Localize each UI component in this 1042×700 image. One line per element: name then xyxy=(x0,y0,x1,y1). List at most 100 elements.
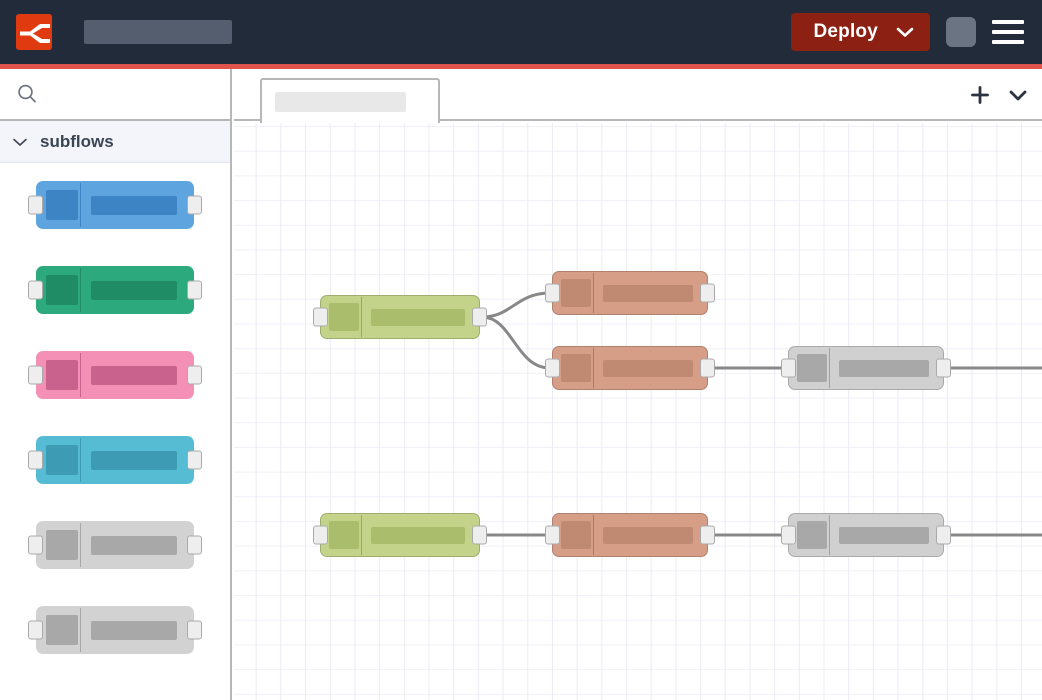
deploy-button[interactable]: Deploy xyxy=(791,13,930,51)
node-icon xyxy=(46,360,78,390)
node-input-port[interactable] xyxy=(781,358,796,378)
flow-title-field[interactable] xyxy=(84,20,232,44)
node-label xyxy=(91,366,177,385)
node-input-port[interactable] xyxy=(545,525,560,545)
node-output-port[interactable] xyxy=(187,535,202,555)
palette-sidebar: subflows xyxy=(0,69,232,700)
node-output-port[interactable] xyxy=(700,283,715,303)
palette-category-subflows[interactable]: subflows xyxy=(0,121,230,163)
node-label xyxy=(839,360,929,377)
node-divider xyxy=(829,515,830,555)
flow-node-gray-1[interactable] xyxy=(781,346,951,390)
wire-green1-salmon2[interactable] xyxy=(481,315,551,370)
palette-node-3[interactable] xyxy=(28,351,202,399)
node-label xyxy=(371,527,465,544)
node-input-port[interactable] xyxy=(28,280,43,300)
node-divider xyxy=(80,353,81,397)
palette-category-label: subflows xyxy=(40,131,114,151)
node-label xyxy=(371,309,465,326)
node-divider xyxy=(80,438,81,482)
palette-node-6[interactable] xyxy=(28,606,202,654)
palette-node-5[interactable] xyxy=(28,521,202,569)
node-icon xyxy=(46,190,78,220)
node-input-port[interactable] xyxy=(545,283,560,303)
flow-node-salmon-3[interactable] xyxy=(545,513,715,557)
node-label xyxy=(603,360,693,377)
flow-node-green-2[interactable] xyxy=(313,513,487,557)
node-input-port[interactable] xyxy=(28,620,43,640)
header-accent-bar xyxy=(0,64,1042,69)
node-icon xyxy=(46,275,78,305)
node-output-port[interactable] xyxy=(472,307,487,327)
node-divider xyxy=(361,297,362,337)
node-input-port[interactable] xyxy=(781,525,796,545)
node-input-port[interactable] xyxy=(313,307,328,327)
node-output-port[interactable] xyxy=(936,358,951,378)
node-output-port[interactable] xyxy=(700,358,715,378)
node-label xyxy=(91,451,177,470)
node-icon xyxy=(797,354,827,382)
app-header: Deploy xyxy=(0,0,1042,64)
node-input-port[interactable] xyxy=(28,450,43,470)
palette-node-4[interactable] xyxy=(28,436,202,484)
node-output-port[interactable] xyxy=(187,620,202,640)
node-icon xyxy=(561,521,591,549)
flow-node-salmon-1[interactable] xyxy=(545,271,715,315)
node-red-logo-icon[interactable] xyxy=(16,14,52,50)
node-divider xyxy=(80,608,81,652)
chevron-down-icon xyxy=(13,138,27,146)
node-icon xyxy=(46,445,78,475)
chevron-down-icon[interactable] xyxy=(1008,88,1028,102)
node-divider xyxy=(361,515,362,555)
node-output-port[interactable] xyxy=(187,195,202,215)
hamburger-menu-icon[interactable] xyxy=(992,20,1024,44)
header-actions: Deploy xyxy=(791,0,1042,64)
flow-node-gray-2[interactable] xyxy=(781,513,951,557)
node-divider xyxy=(593,515,594,555)
node-output-port[interactable] xyxy=(187,365,202,385)
plus-icon[interactable] xyxy=(970,85,990,105)
node-label xyxy=(91,196,177,215)
node-divider xyxy=(80,523,81,567)
search-icon xyxy=(18,84,36,103)
node-input-port[interactable] xyxy=(28,365,43,385)
workspace xyxy=(234,69,1042,700)
flow-node-salmon-2[interactable] xyxy=(545,346,715,390)
node-divider xyxy=(593,273,594,313)
node-input-port[interactable] xyxy=(313,525,328,545)
menu-bar-2 xyxy=(992,30,1024,34)
node-divider xyxy=(80,268,81,312)
palette-node-list xyxy=(0,163,230,654)
palette-node-1[interactable] xyxy=(28,181,202,229)
node-icon xyxy=(46,530,78,560)
workspace-tab-label xyxy=(275,92,406,112)
node-input-port[interactable] xyxy=(28,535,43,555)
node-output-port[interactable] xyxy=(936,525,951,545)
node-label xyxy=(91,621,177,640)
wire-layer xyxy=(481,291,1042,537)
node-divider xyxy=(593,348,594,388)
menu-bar-1 xyxy=(992,20,1024,24)
flow-node-green-1[interactable] xyxy=(313,295,487,339)
deploy-button-label: Deploy xyxy=(813,21,878,42)
flow-canvas[interactable] xyxy=(234,123,1042,700)
node-icon xyxy=(561,354,591,382)
node-icon xyxy=(329,521,359,549)
node-label xyxy=(91,281,177,300)
node-icon xyxy=(46,615,78,645)
palette-search-input[interactable] xyxy=(0,69,230,121)
node-input-port[interactable] xyxy=(545,358,560,378)
node-input-port[interactable] xyxy=(28,195,43,215)
node-label xyxy=(839,527,929,544)
user-avatar-icon[interactable] xyxy=(946,17,976,47)
palette-node-2[interactable] xyxy=(28,266,202,314)
node-output-port[interactable] xyxy=(187,280,202,300)
node-output-port[interactable] xyxy=(187,450,202,470)
wire-green1-salmon1[interactable] xyxy=(481,291,551,319)
node-output-port[interactable] xyxy=(472,525,487,545)
node-icon xyxy=(329,303,359,331)
node-output-port[interactable] xyxy=(700,525,715,545)
workspace-tab-active[interactable] xyxy=(260,78,440,123)
node-icon xyxy=(797,521,827,549)
node-label xyxy=(91,536,177,555)
